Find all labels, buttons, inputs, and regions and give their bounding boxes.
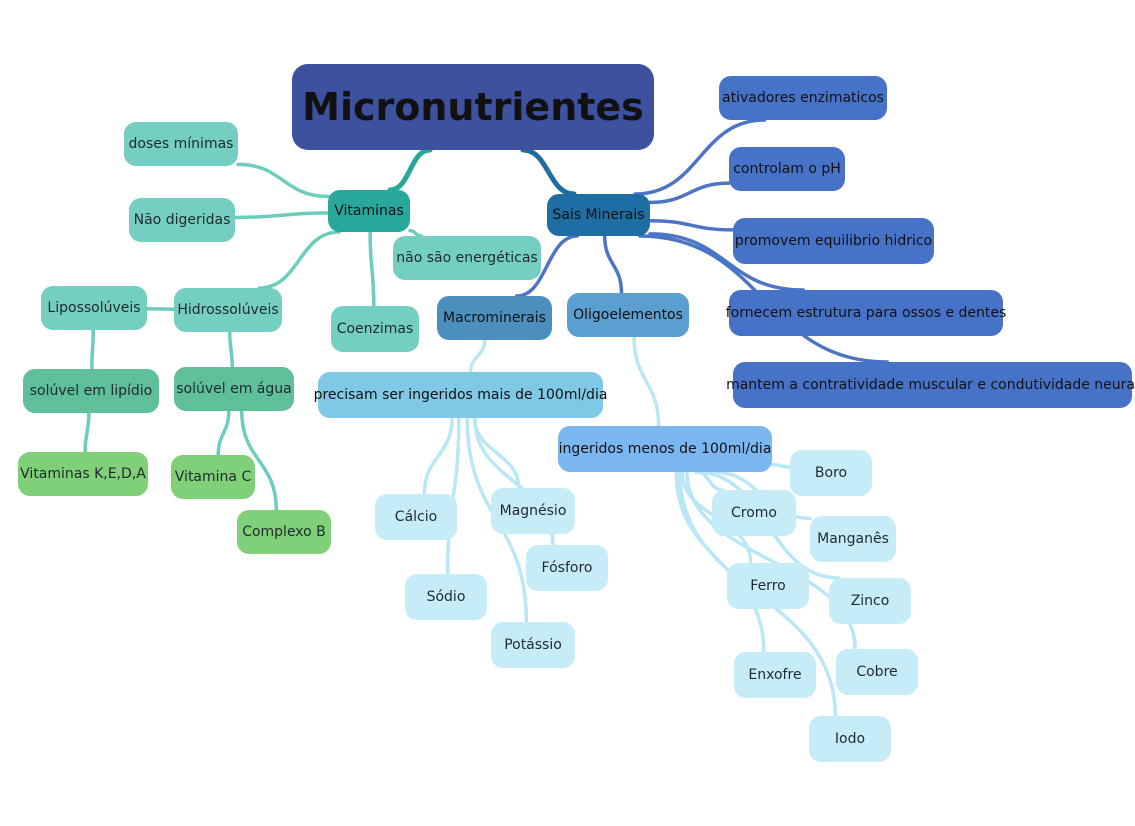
link-mais_100-calcio <box>422 416 454 496</box>
node-sodio: Sódio <box>405 574 487 620</box>
node-vitaminas: Vitaminas <box>328 190 410 232</box>
link-sais_minerais-ativadores <box>633 118 767 196</box>
node-controlam-o-ph: controlam o pH <box>729 147 845 191</box>
link-sais_minerais-oligoelementos <box>602 234 624 295</box>
node-hidrossoluveis: Hidrossolúveis <box>174 288 282 332</box>
node-cromo: Cromo <box>712 490 796 536</box>
link-menos_100-boro <box>770 462 792 469</box>
node-ferro: Ferro <box>727 563 809 609</box>
link-root-vitaminas <box>387 147 433 193</box>
link-soluvel_lipidio-vitaminas_keda <box>83 411 91 454</box>
root-node-micronutrientes: Micronutrientes <box>292 64 654 150</box>
node-calcio: Cálcio <box>375 494 457 540</box>
node-coenzimas: Coenzimas <box>331 306 419 352</box>
link-sais_minerais-equilibrio <box>648 218 735 232</box>
node-zinco: Zinco <box>829 578 911 624</box>
link-mais_100-magnesio <box>473 416 521 490</box>
node-ativadores-enzimaticos: ativadores enzimaticos <box>719 76 887 120</box>
node-iodo: Iodo <box>809 716 891 762</box>
node-nao-sao-energeticas: não são energéticas <box>393 236 541 280</box>
node-enxofre: Enxofre <box>734 652 816 698</box>
node-boro: Boro <box>790 450 872 496</box>
node-nao-digeridas: Não digeridas <box>129 198 235 242</box>
link-sais_minerais-ph <box>648 181 731 205</box>
node-cobre: Cobre <box>836 649 918 695</box>
link-hidrossoluveis-soluvel_agua <box>227 330 235 369</box>
node-menos-de-100ml: ingeridos menos de 100ml/dia <box>558 426 772 472</box>
node-potassio: Potássio <box>491 622 575 668</box>
node-soluvel-em-agua: solúvel em água <box>174 367 294 411</box>
node-oligoelementos: Oligoelementos <box>567 293 689 337</box>
node-fornecem-estrutura: fornecem estrutura para ossos e dentes <box>726 290 1006 336</box>
node-doses-minimas: doses mínimas <box>124 122 238 166</box>
link-sais_minerais-macrominerais <box>514 234 580 298</box>
link-mais_100-sodio <box>445 416 461 576</box>
link-oligoelementos-menos_100 <box>632 335 661 428</box>
link-vitaminas-nao_energeticas <box>408 228 423 238</box>
node-contratividade-muscular: mantem a contratividade muscular e condu… <box>726 362 1135 408</box>
link-vitaminas-coenzimas <box>368 230 376 308</box>
link-soluvel_agua-complexo_b <box>239 409 279 512</box>
node-mais-de-100ml: precisam ser ingeridos mais de 100ml/dia <box>314 372 607 418</box>
node-macrominerais: Macrominerais <box>437 296 552 340</box>
node-fosforo: Fósforo <box>526 545 608 591</box>
link-vitaminas-nao_digeridas <box>233 211 330 220</box>
node-complexo-b: Complexo B <box>237 510 331 554</box>
link-macrominerais-mais_100 <box>468 338 487 374</box>
node-manganes: Manganês <box>810 516 896 562</box>
node-magnesio: Magnésio <box>491 488 575 534</box>
link-soluvel_agua-vitamina_c <box>216 409 231 457</box>
link-sais_minerais-estrutura <box>648 232 805 292</box>
link-vitaminas-hidrossoluveis <box>257 230 341 290</box>
node-vitaminas-keda: Vitaminas K,E,D,A <box>18 452 148 496</box>
node-vitamina-c: Vitamina C <box>171 455 255 499</box>
link-lipossoluveis-soluvel_lipidio <box>90 328 95 371</box>
node-lipossoluveis: Lipossolúveis <box>41 286 147 330</box>
node-soluvel-em-lipidio: solúvel em lipídio <box>23 369 159 413</box>
node-promovem-equilibrio-hidrico: promovem equilibrio hidrico <box>733 218 934 264</box>
node-sais-minerais: Sais Minerais <box>547 194 650 236</box>
link-root-sais_minerais <box>520 147 577 197</box>
link-vitaminas-doses_minimas <box>236 162 330 199</box>
